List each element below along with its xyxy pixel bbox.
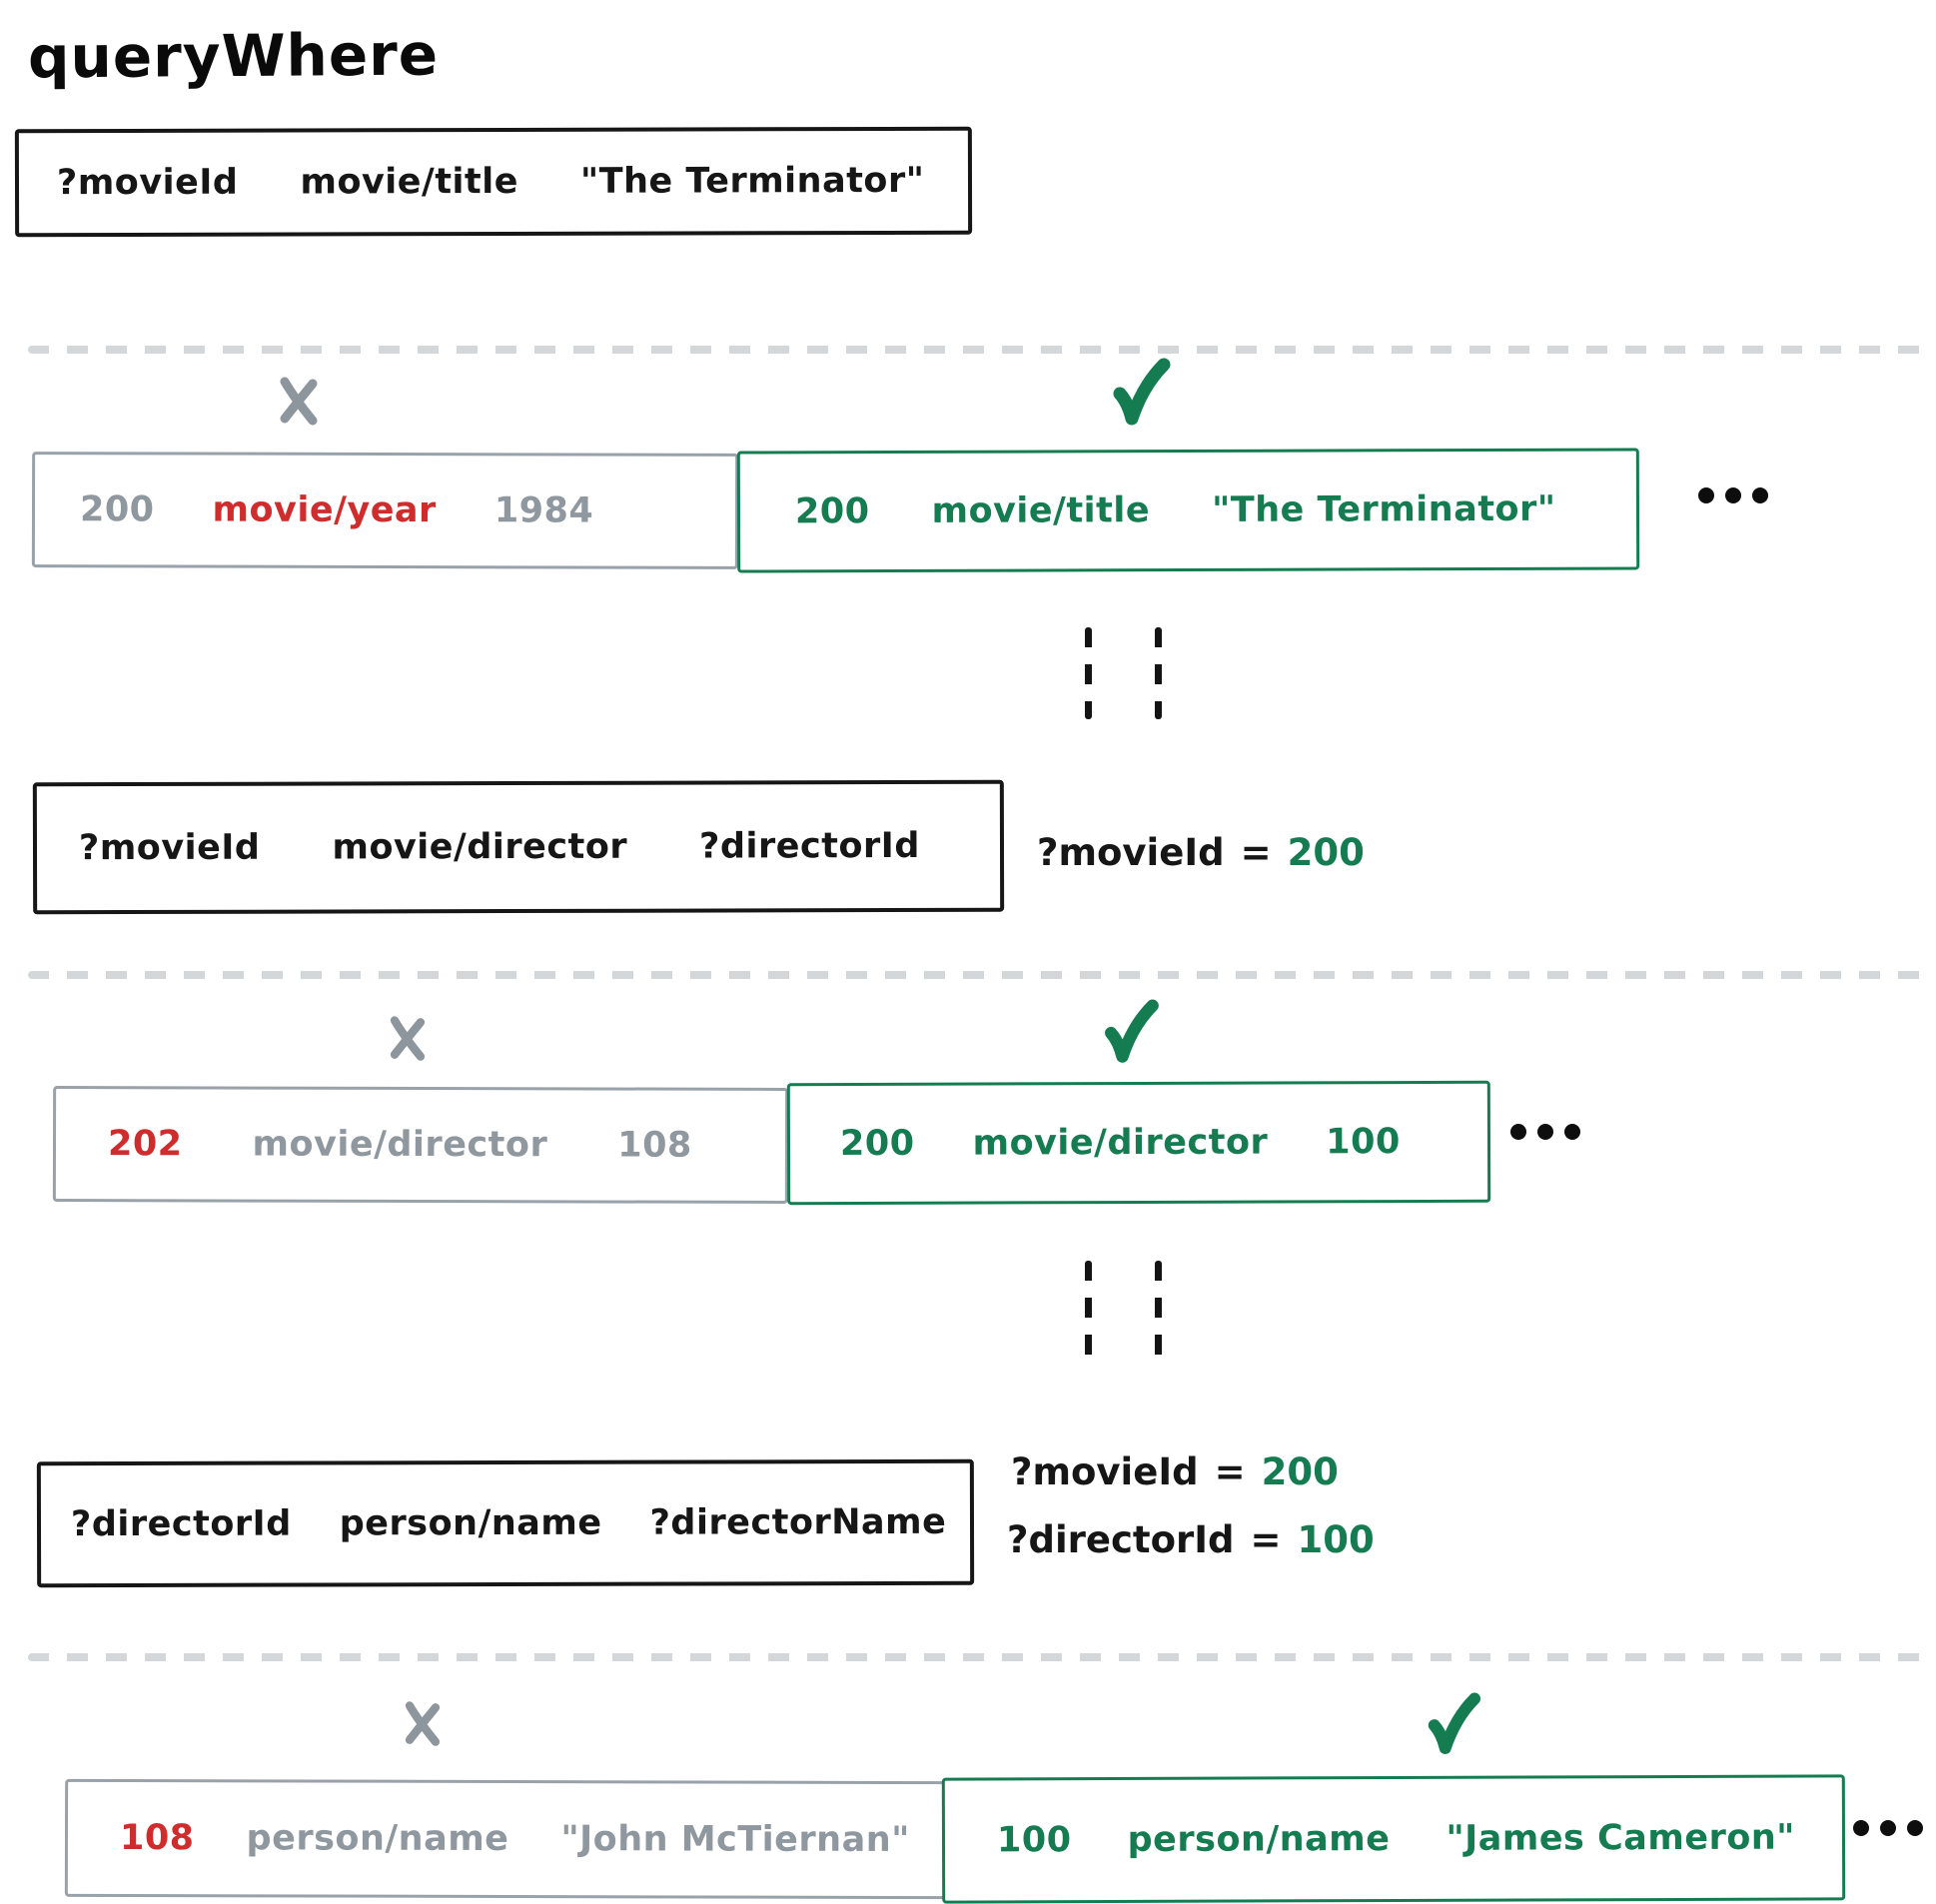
check-icon (1421, 1690, 1486, 1762)
binding-variable: ?movieId (1037, 831, 1225, 874)
accepted-datom-box: 200 movie/director 100 (786, 1080, 1491, 1206)
query-attribute: movie/title (300, 161, 519, 203)
ellipsis-dots-icon (1510, 1124, 1580, 1140)
check-icon (1097, 997, 1165, 1071)
query-pattern-box-1: ?movieId movie/title "The Terminator" (14, 126, 973, 238)
binding-value: 100 (1297, 1518, 1375, 1561)
vertical-dashes-icon (1155, 627, 1162, 719)
ellipsis-dots-icon (1698, 487, 1768, 503)
query-attribute: person/name (339, 1502, 602, 1544)
binding-movieid: ?movieId = 200 (1011, 1450, 1339, 1493)
datom-entity: 200 (794, 491, 870, 532)
binding-value: 200 (1287, 831, 1365, 874)
datom-entity: 200 (79, 489, 155, 530)
datom-attribute: movie/director (972, 1122, 1269, 1164)
x-icon (383, 1011, 433, 1067)
datom-entity: 202 (107, 1124, 183, 1165)
datom-value: "James Cameron" (1446, 1817, 1796, 1859)
query-entity: ?directorId (70, 1503, 292, 1545)
datom-attribute: movie/title (931, 490, 1151, 531)
datom-entity: 100 (996, 1820, 1072, 1861)
accepted-datom-box: 200 movie/title "The Terminator" (736, 448, 1640, 573)
datom-attribute: person/name (1127, 1819, 1391, 1860)
datom-value: 100 (1326, 1122, 1401, 1163)
rejected-datom-box: 200 movie/year 1984 (31, 452, 739, 569)
dashed-separator (28, 971, 1936, 979)
query-value: ?directorId (699, 825, 920, 867)
datom-attribute: movie/year (212, 489, 437, 531)
binding-value: 200 (1261, 1450, 1339, 1493)
query-value: "The Terminator" (579, 160, 925, 202)
query-entity: ?movieId (78, 827, 261, 869)
binding-directorid: ?directorId = 100 (1007, 1518, 1375, 1561)
query-entity: ?movieId (56, 162, 239, 204)
rejected-datom-box: 108 person/name "John McTiernan" (64, 1778, 959, 1900)
datom-attribute: movie/director (252, 1124, 548, 1166)
binding-equals: = (1214, 1450, 1246, 1493)
check-icon (1105, 356, 1177, 434)
datom-value: "The Terminator" (1212, 488, 1556, 530)
datom-entity: 200 (839, 1123, 915, 1165)
ellipsis-dots-icon (1853, 1820, 1923, 1836)
binding-equals: = (1240, 831, 1272, 874)
query-value: ?directorName (649, 1501, 947, 1543)
query-attribute: movie/director (332, 826, 628, 868)
binding-movieid: ?movieId = 200 (1037, 831, 1365, 874)
datom-value: 108 (617, 1125, 692, 1166)
page-title: queryWhere (27, 20, 440, 92)
rejected-datom-box: 202 movie/director 108 (52, 1086, 789, 1204)
vertical-dashes-icon (1085, 627, 1092, 719)
datom-value: 1984 (493, 490, 594, 531)
datom-entity: 108 (119, 1817, 195, 1859)
accepted-datom-box: 100 person/name "James Cameron" (941, 1774, 1846, 1904)
vertical-dashes-icon (1085, 1261, 1092, 1361)
binding-equals: = (1250, 1518, 1282, 1561)
dashed-separator (28, 346, 1936, 354)
x-icon (272, 372, 326, 432)
binding-variable: ?movieId (1011, 1450, 1199, 1493)
x-icon (398, 1696, 448, 1752)
datom-attribute: person/name (246, 1818, 509, 1859)
datom-value: "John McTiernan" (560, 1819, 910, 1861)
query-pattern-box-3: ?directorId person/name ?directorName (36, 1458, 975, 1588)
vertical-dashes-icon (1155, 1261, 1162, 1361)
binding-variable: ?directorId (1007, 1518, 1235, 1561)
query-pattern-box-2: ?movieId movie/director ?directorId (32, 779, 1005, 915)
dashed-separator (28, 1653, 1936, 1661)
